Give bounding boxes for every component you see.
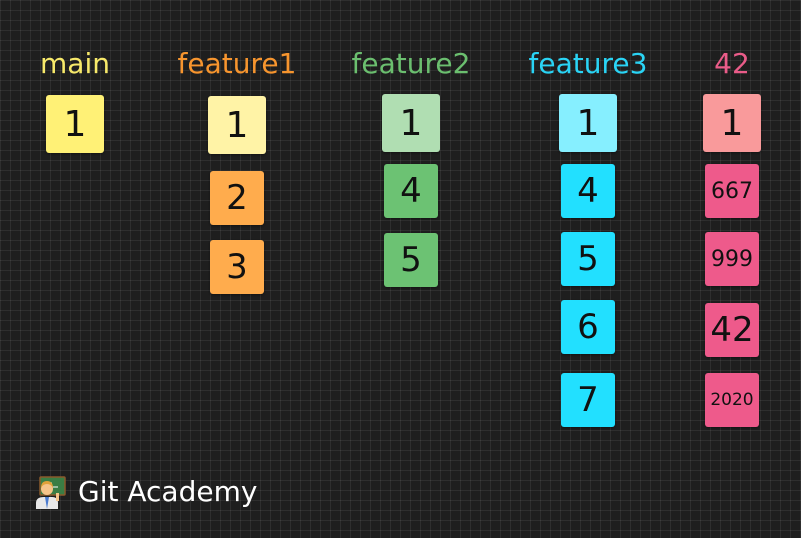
commit-box: 999 bbox=[705, 232, 759, 286]
branch-title: feature3 bbox=[528, 47, 648, 80]
teacher-emoji-icon bbox=[36, 476, 66, 509]
commit-box: 1 bbox=[208, 96, 266, 154]
footer-title: Git Academy bbox=[78, 475, 258, 508]
branch-title: feature2 bbox=[351, 47, 471, 80]
commit-box: 6 bbox=[561, 300, 615, 354]
commit-box: 667 bbox=[705, 164, 759, 218]
commit-box: 4 bbox=[561, 164, 615, 218]
branch-title: main bbox=[40, 47, 110, 80]
commit-box: 1 bbox=[559, 94, 617, 152]
commit-box: 2020 bbox=[705, 373, 759, 427]
commit-box: 5 bbox=[561, 232, 615, 286]
commit-box: 1 bbox=[382, 94, 440, 152]
branch-title: feature1 bbox=[177, 47, 297, 80]
commit-box: 42 bbox=[705, 303, 759, 357]
commit-box: 1 bbox=[46, 95, 104, 153]
commit-box: 3 bbox=[210, 240, 264, 294]
commit-box: 1 bbox=[703, 94, 761, 152]
commit-box: 2 bbox=[210, 171, 264, 225]
footer: Git Academy bbox=[32, 472, 257, 512]
branch-title: 42 bbox=[714, 47, 750, 80]
commit-box: 4 bbox=[384, 164, 438, 218]
commit-box: 5 bbox=[384, 233, 438, 287]
commit-box: 7 bbox=[561, 373, 615, 427]
